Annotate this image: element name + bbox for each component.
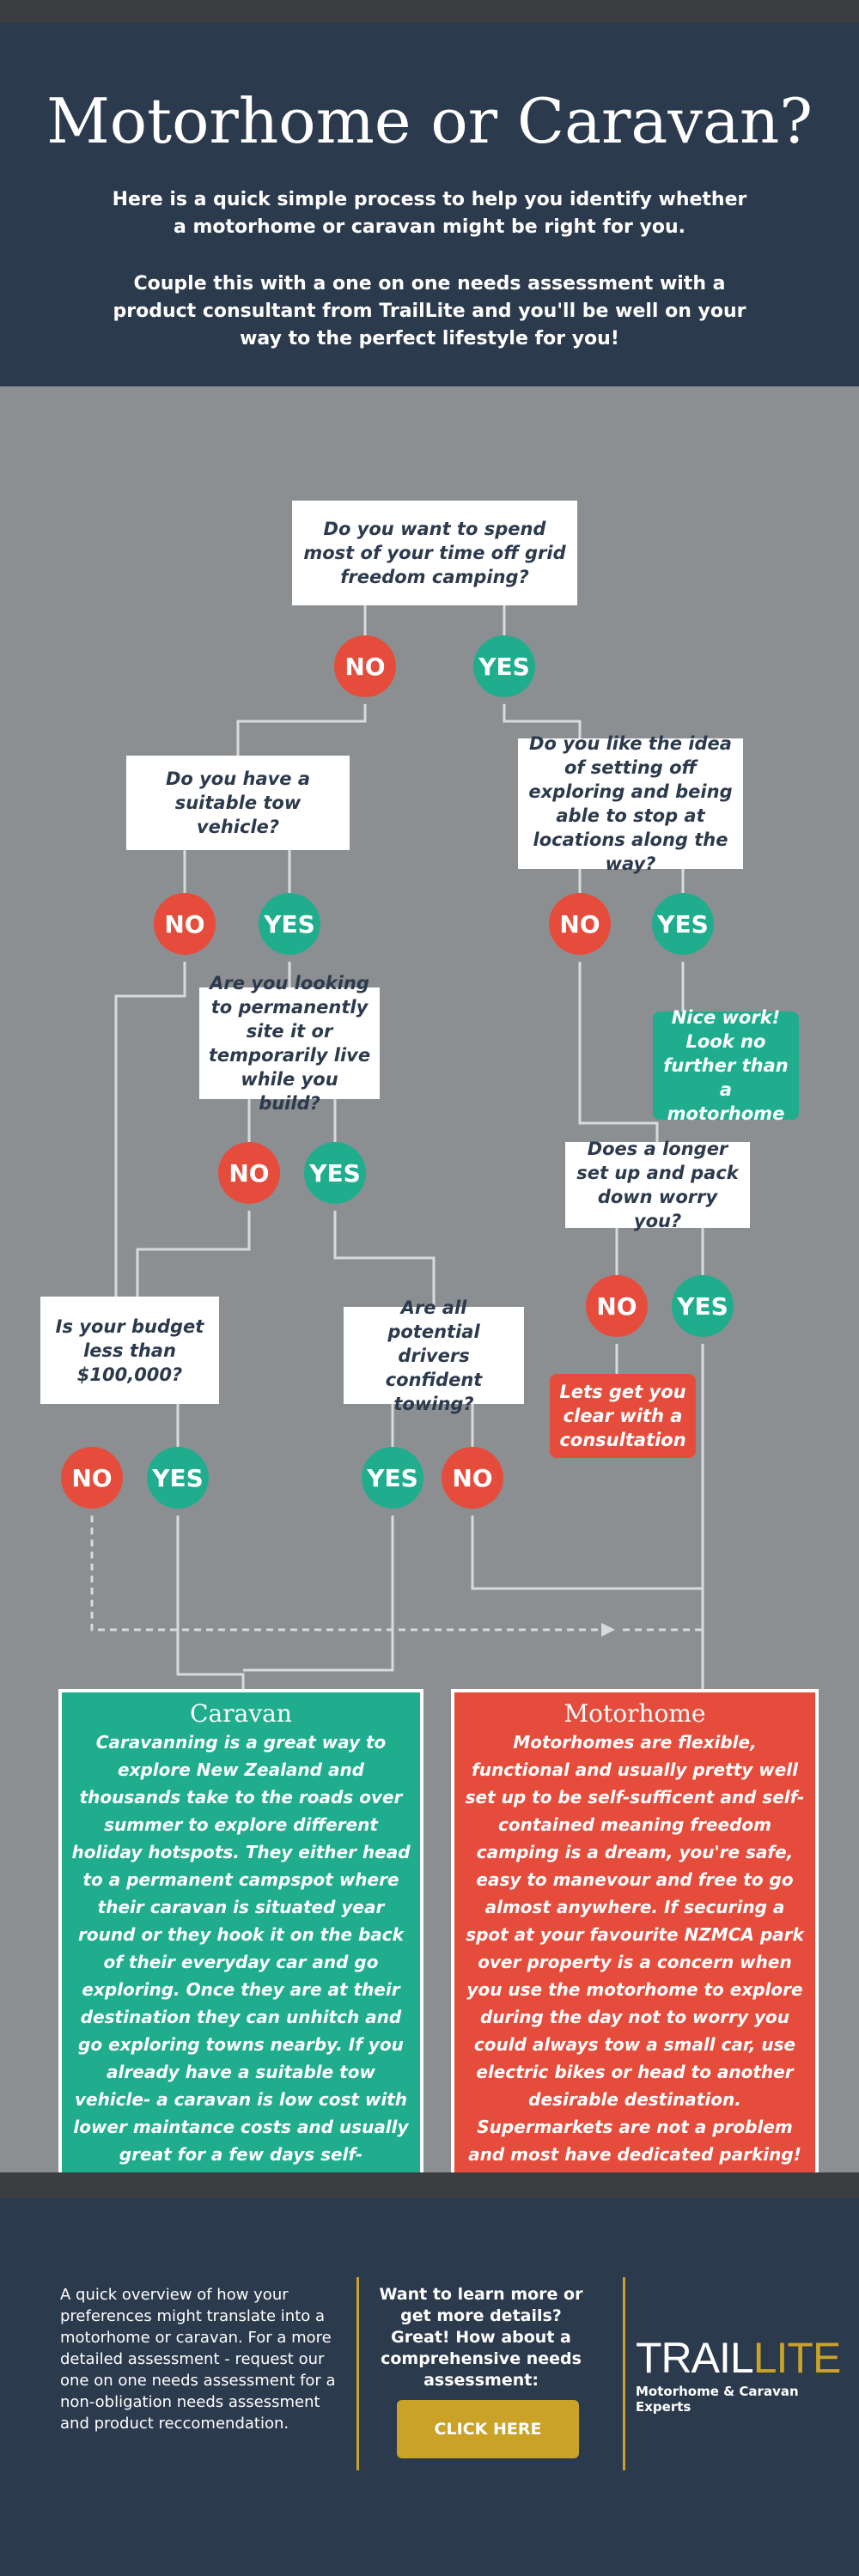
question-budget: Is your budget less than $100,000? [40, 1297, 219, 1404]
logo-tagline: Motorhome & Caravan Experts [636, 2384, 799, 2415]
answer-no-pack-down: NO [586, 1275, 648, 1337]
question-towing: Are all potential drivers confident towi… [344, 1297, 524, 1414]
logo-wordmark: TRAILLITE [636, 2336, 842, 2380]
answer-yes-pack-down: YES [672, 1275, 734, 1337]
cta-text: Want to learn more or get more details? … [379, 2285, 583, 2390]
answer-no-towing: NO [442, 1447, 503, 1509]
connector [333, 1211, 436, 1307]
connector [503, 704, 582, 738]
connector [236, 704, 367, 756]
click-here-button[interactable]: CLICK HERE [397, 2400, 579, 2458]
answer-yes-permanent: YES [304, 1142, 366, 1204]
divider-line [356, 2277, 359, 2470]
answer-no-tow-vehicle: NO [154, 893, 216, 955]
header: Motorhome or Caravan? Here is a quick si… [0, 23, 859, 386]
arrow-icon [601, 1623, 615, 1637]
connector [578, 962, 659, 1142]
answer-yes-budget: YES [147, 1447, 209, 1509]
answer-no-off-grid: NO [334, 635, 396, 697]
outcome-consultation: Lets get you clear with a consultation [550, 1374, 696, 1458]
intro-paragraph-consultant: Couple this with a one on one needs asse… [113, 273, 746, 349]
connector [114, 962, 186, 1297]
result-caravan: Caravan Caravanning is a great way to ex… [58, 1689, 423, 2192]
connector [136, 1211, 251, 1297]
logo-trail: TRAIL [636, 2334, 754, 2382]
footer: A quick overview of how your preferences… [0, 2198, 859, 2576]
connector-dashed [90, 1516, 601, 1631]
question-explore: Do you like the idea of setting off expl… [518, 733, 743, 874]
intro-paragraph: Here is a quick simple process to help y… [112, 189, 747, 238]
divider-line [623, 2277, 625, 2470]
connector [176, 1516, 245, 1689]
traillite-logo[interactable]: TRAILLITE Motorhome & Caravan Experts [636, 2336, 842, 2415]
answer-no-explore: NO [549, 893, 611, 955]
answer-yes-towing: YES [362, 1447, 423, 1509]
result-motorhome-text: Motorhomes are flexible, functional and … [465, 1732, 805, 2165]
flowchart: Do you want to spend most of your time o… [0, 386, 859, 2192]
logo-lite: LITE [752, 2334, 842, 2382]
page-title: Motorhome or Caravan? [46, 85, 813, 157]
question-pack-down: Does a longer set up and pack down worry… [565, 1139, 750, 1231]
connector [243, 1516, 394, 1672]
result-caravan-text: Caravanning is a great way to explore Ne… [71, 1732, 411, 2192]
outcome-nice-work: Nice work! Look no further than a motorh… [653, 1007, 799, 1124]
result-motorhome-title: Motorhome [564, 1699, 706, 1728]
connector [471, 1516, 703, 1590]
answer-no-budget: NO [61, 1447, 123, 1509]
flowchart-connectors [90, 605, 704, 1689]
question-off-grid: Do you want to spend most of your time o… [292, 501, 577, 605]
question-tow-vehicle: Do you have a suitable tow vehicle? [126, 756, 350, 850]
top-bar [0, 0, 859, 23]
question-permanent: Are you looking to permanently site it o… [199, 973, 380, 1114]
footer-overview-text: A quick overview of how your preferences… [60, 2286, 336, 2433]
result-caravan-title: Caravan [190, 1699, 292, 1728]
divider-bar [0, 2172, 859, 2198]
answer-yes-tow-vehicle: YES [259, 893, 320, 955]
answer-yes-off-grid: YES [473, 635, 535, 697]
answer-yes-explore: YES [652, 893, 714, 955]
answer-no-permanent: NO [218, 1142, 280, 1204]
result-motorhome: Motorhome Motorhomes are flexible, funct… [451, 1689, 819, 2172]
